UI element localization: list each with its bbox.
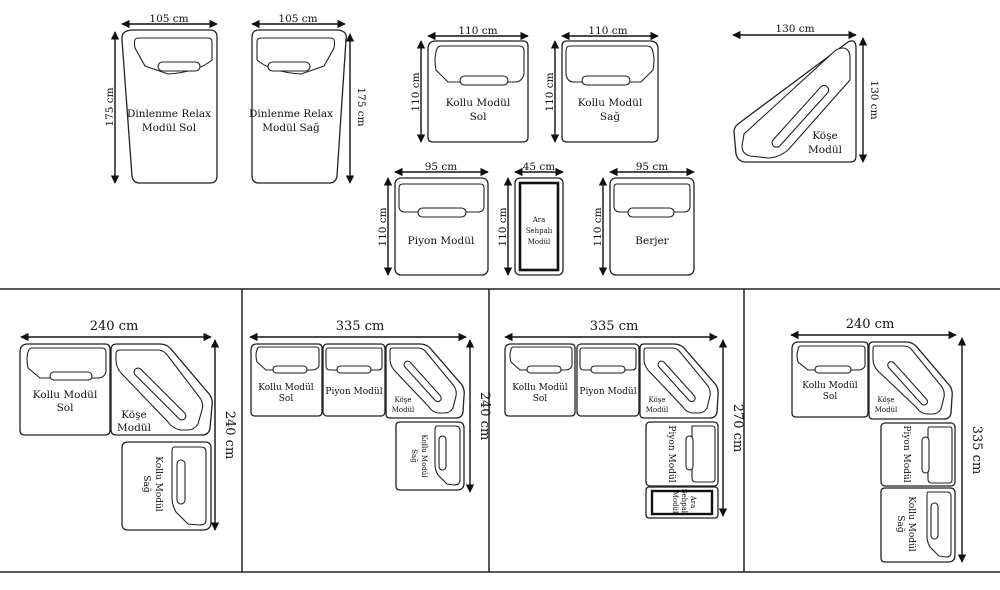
layout-1: 240 cm 240 cm Kollu Modül Sol Köşe Modül… (19, 319, 237, 531)
layout-4-mod-4-label-2: Sağ (895, 515, 906, 533)
layout-4-mod-4-label-1: Kollu Modül (906, 496, 916, 552)
side-table-width: 45 cm (523, 161, 556, 173)
module-arm-left: 110 cm 110 cm Kollu Modül Sol (410, 25, 529, 143)
layout-1-mod-2-label-2: Modül (117, 422, 152, 434)
layout-2-mod-3-label-1: Köşe (395, 396, 412, 404)
layout-1-mod-1-label-1: Kollu Modül (33, 389, 98, 401)
corner-label-1: Köşe (812, 130, 838, 142)
layout-3-mod-3-label-1: Köşe (649, 396, 666, 404)
layout-2-mod-1-label-2: Sol (279, 394, 294, 404)
relax-left-width: 105 cm (149, 13, 188, 25)
layout-1-height: 240 cm (222, 411, 237, 460)
side-table-depth: 110 cm (497, 207, 509, 246)
corner-depth: 130 cm (868, 80, 880, 119)
arm-left-depth: 110 cm (410, 72, 422, 111)
layout-3-mod-1-label-1: Kollu Modül (512, 383, 568, 393)
layout-1-mod-3-label-2: Sağ (141, 475, 152, 493)
layout-1-mod-1-label-2: Sol (57, 402, 75, 414)
layout-2-mod-2-label: Piyon Modül (325, 387, 382, 397)
relax-right-label-2: Modül Sağ (262, 121, 320, 134)
layout-3-mod-3-label-2: Modül (646, 406, 669, 414)
layout-2-mod-4-label-2: Sağ (410, 449, 418, 463)
module-arm-right: 110 cm 110 cm Kollu Modül Sağ (544, 25, 659, 143)
bergere-label: Berjer (635, 235, 669, 247)
layout-4: 240 cm 335 cm Kollu Modül Sol Köşe Modül… (790, 317, 984, 563)
layout-2-mod-3-label-2: Modül (392, 406, 415, 414)
layout-3-mod-2-label: Piyon Modül (579, 387, 636, 397)
arm-right-depth: 110 cm (544, 72, 556, 111)
relax-left-label-1: Dinlenme Relax (127, 108, 211, 120)
module-relax-right: 105 cm 175 cm Dinlenme Relax Modül Sağ (249, 13, 367, 184)
arm-right-width: 110 cm (588, 25, 627, 37)
layout-3-height: 270 cm (730, 404, 745, 453)
layout-4-height: 335 cm (969, 426, 984, 475)
layout-3-mod-5-label-1: Ara (689, 495, 697, 509)
relax-right-label-1: Dinlenme Relax (249, 108, 333, 120)
layout-1-mod-3-label-1: Kollu Modül (153, 456, 163, 512)
side-table-label-1: Ara (532, 216, 546, 224)
arm-left-label-1: Kollu Modül (446, 97, 511, 109)
corner-width: 130 cm (775, 23, 814, 35)
relax-left-label-2: Modül Sol (142, 122, 197, 134)
pouf-width: 95 cm (425, 161, 458, 173)
module-relax-left: 105 cm 175 cm Dinlenme Relax Modül Sol (104, 13, 218, 184)
layout-3-mod-5-label-2: Sehpalı (680, 489, 688, 516)
layout-2-height: 240 cm (477, 392, 492, 441)
module-bergere: 95 cm 110 cm Berjer (592, 161, 695, 276)
layout-4-mod-3-label: Piyon Modül (901, 425, 911, 482)
layout-2-mod-1-label-1: Kollu Modül (258, 383, 314, 393)
arm-left-label-2: Sol (470, 111, 488, 123)
layout-3-mod-1-label-2: Sol (533, 394, 548, 404)
layout-4-mod-2-label-2: Modül (875, 406, 898, 414)
layout-3-width: 335 cm (590, 319, 639, 334)
relax-right-width: 105 cm (278, 13, 317, 25)
layout-4-mod-1-label-2: Sol (823, 392, 838, 402)
arm-right-label-1: Kollu Modül (578, 97, 643, 109)
layout-1-width: 240 cm (90, 319, 139, 334)
arm-left-width: 110 cm (458, 25, 497, 37)
layout-2-mod-4-label-1: Kollu Modül (420, 434, 428, 478)
layout-2: 335 cm 240 cm Kollu Modül Sol Piyon Modü… (249, 319, 492, 493)
side-table-label-2: Sehpalı (526, 227, 553, 235)
relax-left-depth: 175 cm (104, 87, 116, 126)
bergere-width: 95 cm (636, 161, 669, 173)
module-pouf: 95 cm 110 cm Piyon Modül (377, 161, 489, 276)
layout-3-mod-5-label-3: Modül (671, 491, 679, 514)
layout-2-width: 335 cm (336, 319, 385, 334)
layout-4-mod-2-label-1: Köşe (878, 396, 895, 404)
layout-3-mod-4-label: Piyon Modül (666, 425, 676, 482)
layout-4-width: 240 cm (846, 317, 895, 332)
pouf-label: Piyon Modül (408, 235, 475, 247)
arm-right-label-2: Sağ (600, 110, 620, 123)
side-table-label-3: Modül (528, 238, 551, 246)
layout-3: 335 cm 270 cm Kollu Modül Sol Piyon Modü… (504, 319, 745, 519)
layout-4-mod-1-label-1: Kollu Modül (802, 381, 858, 391)
module-side-table: 45 cm 110 cm Ara Sehpalı Modül (497, 161, 564, 276)
corner-label-2: Modül (808, 144, 843, 156)
module-corner: 130 cm 130 cm Köşe Modül (732, 23, 880, 163)
layout-1-mod-2-label-1: Köşe (121, 409, 147, 421)
bergere-depth: 110 cm (592, 207, 604, 246)
pouf-depth: 110 cm (377, 207, 389, 246)
relax-right-depth: 175 cm (355, 87, 367, 126)
